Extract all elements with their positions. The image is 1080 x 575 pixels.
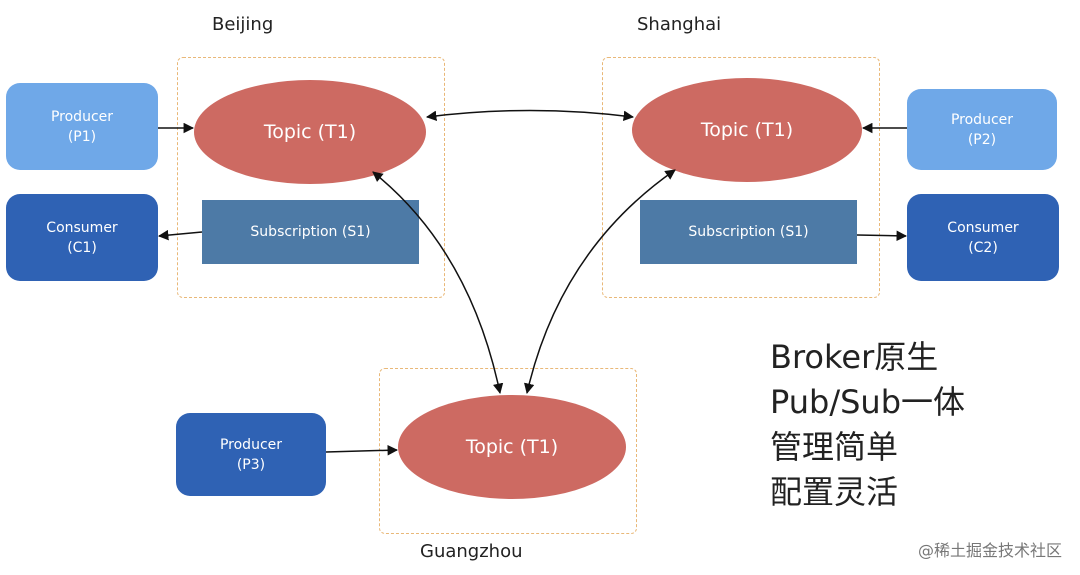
topic-beijing: Topic (T1) bbox=[194, 80, 426, 184]
producer-p1: Producer (P1) bbox=[6, 83, 158, 170]
producer-p3-label: Producer (P3) bbox=[219, 436, 283, 473]
consumer-c2: Consumer (C2) bbox=[907, 194, 1059, 281]
arrow-sub-to-c1 bbox=[157, 229, 203, 241]
subscription-shanghai-label: Subscription (S1) bbox=[688, 224, 809, 240]
producer-p3: Producer (P3) bbox=[176, 413, 326, 496]
watermark: @稀土掘金技术社区 bbox=[917, 541, 1062, 560]
region-label-guangzhou: Guangzhou bbox=[420, 541, 523, 562]
consumer-c1-label: Consumer (C1) bbox=[46, 219, 118, 256]
feature-item: 管理简单 bbox=[770, 428, 899, 466]
arrow-p3-to-topic-guangzhou bbox=[325, 445, 399, 456]
arrow-shanghai-guangzhou bbox=[524, 169, 676, 395]
producer-p1-label: Producer (P1) bbox=[50, 108, 114, 145]
topic-shanghai-label: Topic (T1) bbox=[700, 119, 794, 141]
region-label-shanghai: Shanghai bbox=[637, 14, 722, 35]
region-label-beijing: Beijing bbox=[212, 14, 274, 35]
topic-beijing-label: Topic (T1) bbox=[263, 121, 357, 143]
producer-p2: Producer (P2) bbox=[907, 89, 1057, 170]
feature-item: Broker原生 bbox=[770, 338, 939, 376]
subscription-shanghai: Subscription (S1) bbox=[640, 200, 857, 264]
topic-shanghai: Topic (T1) bbox=[632, 78, 862, 182]
subscription-beijing-label: Subscription (S1) bbox=[250, 224, 371, 240]
consumer-c1: Consumer (C1) bbox=[6, 194, 158, 281]
topic-guangzhou: Topic (T1) bbox=[398, 395, 626, 499]
consumer-c2-label: Consumer (C2) bbox=[947, 219, 1019, 256]
topic-guangzhou-label: Topic (T1) bbox=[465, 436, 559, 458]
producer-p2-label: Producer (P2) bbox=[950, 111, 1014, 148]
arrow-beijing-guangzhou bbox=[372, 171, 504, 395]
arrow-sub-to-c2 bbox=[856, 230, 908, 242]
arrow-beijing-shanghai bbox=[425, 109, 635, 122]
feature-item: 配置灵活 bbox=[770, 473, 899, 511]
feature-list: Broker原生 Pub/Sub一体 管理简单 配置灵活 bbox=[770, 335, 965, 515]
feature-item: Pub/Sub一体 bbox=[770, 383, 966, 421]
